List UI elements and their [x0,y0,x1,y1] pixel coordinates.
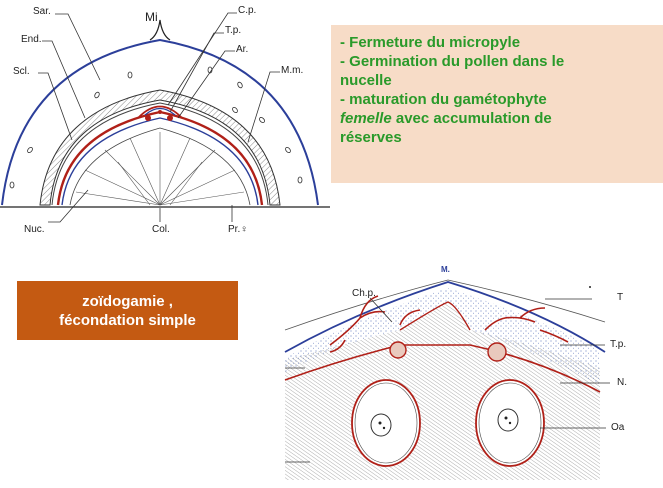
label-pr: Pr.♀ [228,224,248,235]
fertilization-box: zoïdogamie , fécondation simple [17,281,238,340]
fertilization-line-2: fécondation simple [59,311,196,329]
info-line-5-rest: avec accumulation de [391,110,552,127]
label-t: T [617,292,624,303]
info-line-1: - Fermeture du micropyle [340,34,521,51]
label-chp: Ch.p. [352,288,376,299]
sarcotesta-outline [1,38,319,206]
info-text: - Fermeture du micropyle - Germination d… [340,33,658,147]
label-nuc: Nuc. [24,224,45,235]
info-line-3: nucelle [340,72,392,89]
label-scl: Scl. [13,66,30,77]
label-m: M. [441,265,450,274]
info-line-5: femelle avec accumulation de [340,109,658,128]
fertilization-line-1: zoïdogamie , [82,292,173,310]
label-oa: Oa [611,422,625,433]
label-tp: T.p. [225,25,242,36]
info-line-4: - maturation du gamétophyte [340,91,547,108]
info-box [331,25,663,183]
label-ar: Ar. [236,44,249,55]
label-cp: C.p. [238,5,257,16]
label-n: N. [617,377,627,388]
label-sar: Sar. [33,6,51,17]
info-line-5-italic: femelle [340,110,392,127]
label-mm: M.m. [281,65,304,76]
label-end: End. [21,34,42,45]
label-col: Col. [152,224,170,235]
label-mi: Mi [145,10,158,24]
info-line-6: réserves [340,129,402,146]
label-tp-bottom: T.p. [610,339,627,350]
info-line-2: - Germination du pollen dans le [340,53,565,70]
